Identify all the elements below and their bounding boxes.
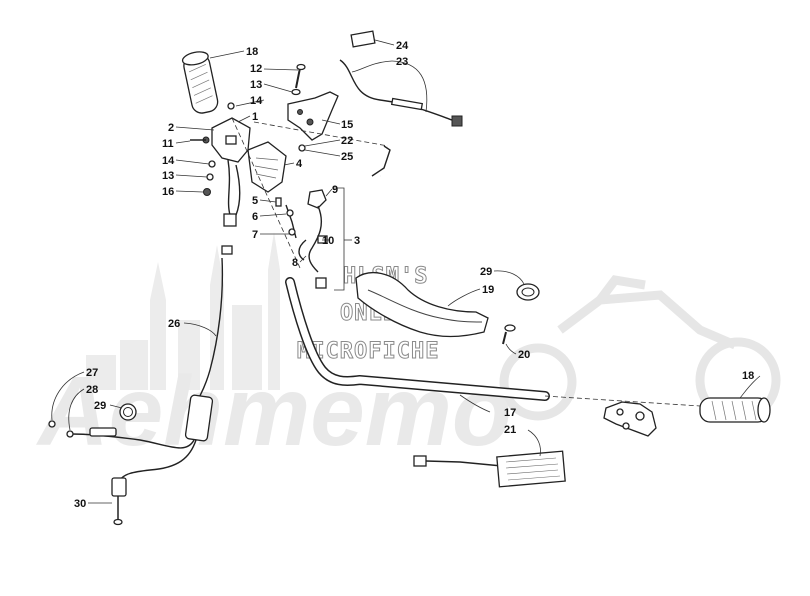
callout-16: 16 bbox=[162, 186, 174, 198]
callout-1: 1 bbox=[252, 111, 258, 123]
callout-13-left: 13 bbox=[162, 170, 174, 182]
callout-19: 19 bbox=[482, 284, 494, 296]
callout-28: 28 bbox=[86, 384, 98, 396]
callout-17: 17 bbox=[504, 407, 516, 419]
callout-labels: 18 12 13 14 1 2 11 14 13 16 15 22 25 24 … bbox=[74, 40, 754, 510]
callout-3: 3 bbox=[354, 235, 360, 247]
callout-30: 30 bbox=[74, 498, 86, 510]
callout-4: 4 bbox=[296, 158, 303, 170]
callout-21: 21 bbox=[504, 424, 516, 436]
callout-2: 2 bbox=[168, 122, 174, 134]
callout-10: 10 bbox=[322, 235, 334, 247]
callout-11: 11 bbox=[162, 138, 174, 150]
screw-20-part bbox=[502, 324, 516, 345]
heater-wire-part bbox=[339, 30, 463, 127]
cable-end-part bbox=[221, 245, 233, 255]
callout-23: 23 bbox=[396, 56, 408, 68]
parts-drawing: 18 12 13 14 1 2 11 14 13 16 15 22 25 24 … bbox=[48, 30, 771, 526]
callout-14-left: 14 bbox=[162, 155, 175, 167]
bolt-12-part bbox=[291, 63, 306, 96]
callout-12: 12 bbox=[250, 63, 262, 75]
throttle-housing-part bbox=[247, 141, 287, 193]
washer-14-part bbox=[208, 160, 216, 168]
grip-heater-element-part bbox=[413, 450, 566, 488]
watermark-motorcycle-graphic bbox=[499, 275, 781, 423]
callout-27: 27 bbox=[86, 367, 98, 379]
callout-29-left: 29 bbox=[94, 400, 106, 412]
callout-15: 15 bbox=[341, 119, 353, 131]
right-throttle-assembly-part bbox=[603, 401, 657, 437]
watermark: Aehmemo HLSM'S ONLINE MICROFICHE bbox=[35, 232, 781, 466]
lever-bracket-part bbox=[287, 91, 339, 141]
leader-lines bbox=[51, 39, 761, 504]
callout-22: 22 bbox=[341, 135, 353, 147]
callout-13-top: 13 bbox=[250, 79, 262, 91]
callout-24: 24 bbox=[396, 40, 409, 52]
washer-13-part bbox=[206, 173, 214, 181]
callout-8: 8 bbox=[292, 257, 298, 269]
callout-14-top: 14 bbox=[250, 95, 263, 107]
right-grip-part bbox=[699, 397, 771, 423]
callout-9: 9 bbox=[332, 184, 338, 196]
left-grip-part bbox=[181, 51, 219, 114]
nut-16-part bbox=[203, 188, 211, 196]
switch-connector-part bbox=[223, 213, 237, 227]
heater-switch-part bbox=[307, 189, 327, 209]
callout-5: 5 bbox=[252, 195, 258, 207]
callout-26: 26 bbox=[168, 318, 180, 330]
callout-29-top: 29 bbox=[480, 266, 492, 278]
callout-6: 6 bbox=[252, 211, 258, 223]
watermark-brand-text: Aehmemo bbox=[35, 356, 512, 466]
callout-18-right-grip: 18 bbox=[742, 370, 754, 382]
control-cable-26-part bbox=[66, 257, 224, 526]
callout-25: 25 bbox=[341, 151, 353, 163]
callout-20: 20 bbox=[518, 349, 530, 361]
callout-7: 7 bbox=[252, 229, 258, 241]
callout-18-left-grip: 18 bbox=[246, 46, 258, 58]
heater-connector-part bbox=[315, 277, 327, 289]
